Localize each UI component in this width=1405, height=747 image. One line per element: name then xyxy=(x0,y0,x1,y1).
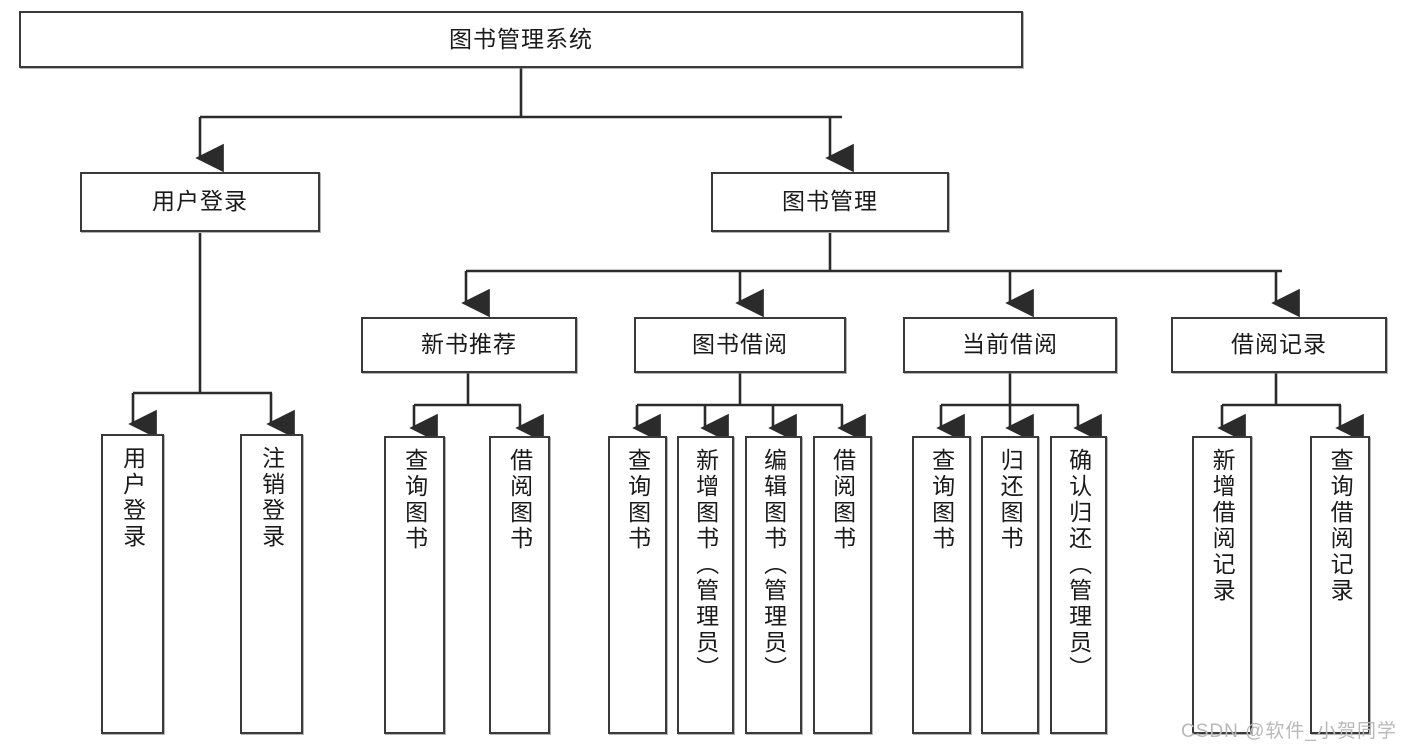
leaf-label: 查询图书 xyxy=(401,448,428,552)
node-root[interactable]: 图书管理系统 xyxy=(19,11,1023,68)
csdn-watermark: CSDN @软件_小贺同学 xyxy=(1181,721,1397,742)
leaf-current-return-book[interactable]: 归还图书 xyxy=(981,436,1039,734)
leaf-label: 查询图书 xyxy=(624,448,651,552)
node-user-login-label: 用户登录 xyxy=(152,188,248,215)
node-root-label: 图书管理系统 xyxy=(449,25,593,52)
leaf-label: 确认归还（管理员） xyxy=(1065,448,1092,682)
node-borrow-record[interactable]: 借阅记录 xyxy=(1171,317,1387,373)
leaf-user-login-logout[interactable]: 注销登录 xyxy=(240,434,303,734)
node-current-borrow-label: 当前借阅 xyxy=(962,331,1058,358)
leaf-label: 查询借阅记录 xyxy=(1327,448,1354,604)
leaf-borrow-edit-book[interactable]: 编辑图书（管理员） xyxy=(745,436,802,734)
node-user-login[interactable]: 用户登录 xyxy=(80,172,320,232)
leaf-label: 用户登录 xyxy=(119,446,146,550)
leaf-current-confirm-return[interactable]: 确认归还（管理员） xyxy=(1050,436,1107,734)
leaf-label: 借阅图书 xyxy=(829,448,856,552)
node-current-borrow[interactable]: 当前借阅 xyxy=(903,317,1117,373)
node-book-borrow[interactable]: 图书借阅 xyxy=(634,317,846,373)
leaf-label: 归还图书 xyxy=(997,448,1024,552)
leaf-user-login-login[interactable]: 用户登录 xyxy=(101,434,164,734)
leaf-new-book-query[interactable]: 查询图书 xyxy=(384,436,445,734)
leaf-label: 编辑图书（管理员） xyxy=(760,448,787,682)
leaf-label: 注销登录 xyxy=(258,446,285,550)
leaf-current-query-book[interactable]: 查询图书 xyxy=(912,436,971,734)
leaf-record-query[interactable]: 查询借阅记录 xyxy=(1310,436,1370,734)
leaf-borrow-add-book[interactable]: 新增图书（管理员） xyxy=(677,436,734,734)
leaf-borrow-query-book[interactable]: 查询图书 xyxy=(608,436,667,734)
node-book-borrow-label: 图书借阅 xyxy=(692,331,788,358)
leaf-label: 查询图书 xyxy=(928,448,955,552)
node-new-book-recommend-label: 新书推荐 xyxy=(421,331,517,358)
leaf-new-book-borrow[interactable]: 借阅图书 xyxy=(489,436,550,734)
node-new-book-recommend[interactable]: 新书推荐 xyxy=(361,317,577,373)
leaf-record-add[interactable]: 新增借阅记录 xyxy=(1192,436,1252,734)
leaf-borrow-borrow-book[interactable]: 借阅图书 xyxy=(813,436,872,734)
node-book-management[interactable]: 图书管理 xyxy=(711,172,949,232)
node-borrow-record-label: 借阅记录 xyxy=(1231,331,1327,358)
leaf-label: 借阅图书 xyxy=(506,448,533,552)
leaf-label: 新增图书（管理员） xyxy=(692,448,719,682)
node-book-management-label: 图书管理 xyxy=(782,188,878,215)
leaf-label: 新增借阅记录 xyxy=(1209,448,1236,604)
